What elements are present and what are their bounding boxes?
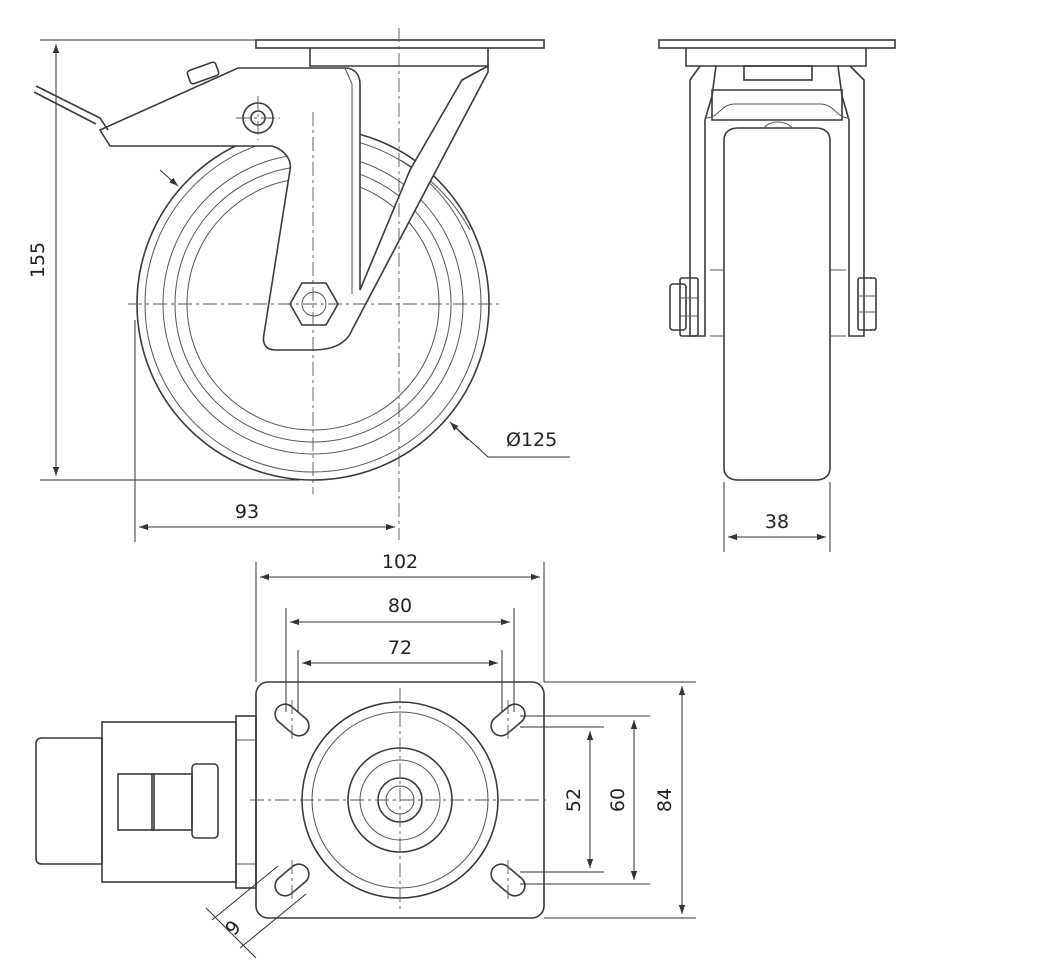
mounting-holes (274, 703, 526, 897)
front-wheel (723, 127, 831, 481)
front-axle-nut-left (669, 277, 699, 337)
plate-length-dimension: 84 (544, 681, 696, 919)
plate-width-label: 102 (382, 551, 418, 573)
hole-size-label: 9 (221, 916, 246, 939)
side-view: 155 93 Ø125 (27, 28, 570, 542)
wheel-width-label: 38 (765, 511, 789, 533)
hole-spacing-inner-x-label: 72 (388, 637, 412, 659)
offset-dimension: 93 (134, 320, 395, 542)
side-top-plate (255, 39, 545, 49)
top-view: 102 80 72 52 60 (35, 551, 696, 959)
front-swivel-hub (743, 65, 813, 81)
offset-label: 93 (235, 501, 259, 523)
hole-spacing-outer-y-dimension: 60 (520, 715, 650, 885)
mounting-hole-bottom-left (274, 863, 310, 897)
mounting-hole-top-right (490, 703, 526, 737)
top-brake-housing (35, 715, 257, 889)
front-axle-nut-right (857, 277, 877, 331)
plate-width-dimension: 102 (255, 551, 545, 682)
side-fork-edge (344, 67, 353, 294)
diameter-dimension: Ø125 (159, 169, 570, 458)
front-top-plate (658, 39, 896, 49)
mounting-hole-bottom-right (490, 863, 526, 897)
height-label: 155 (27, 242, 49, 278)
diameter-label: Ø125 (506, 429, 557, 451)
front-fork-bridge (711, 89, 843, 121)
hole-spacing-inner-y-label: 52 (563, 788, 585, 812)
hole-spacing-inner-x-dimension: 72 (297, 637, 503, 712)
plate-length-label: 84 (654, 788, 676, 812)
height-dimension: 155 (27, 39, 300, 481)
hole-spacing-inner-y-dimension: 52 (520, 726, 604, 873)
hole-spacing-outer-y-label: 60 (607, 788, 629, 812)
wheel-width-dimension: 38 (723, 482, 831, 552)
front-view: 38 (658, 39, 896, 552)
mounting-hole-top-left (274, 703, 310, 737)
hole-spacing-outer-x-dimension: 80 (285, 595, 515, 712)
side-fork (98, 64, 489, 351)
front-plate-flange (685, 48, 867, 67)
hole-spacing-outer-x-label: 80 (388, 595, 412, 617)
